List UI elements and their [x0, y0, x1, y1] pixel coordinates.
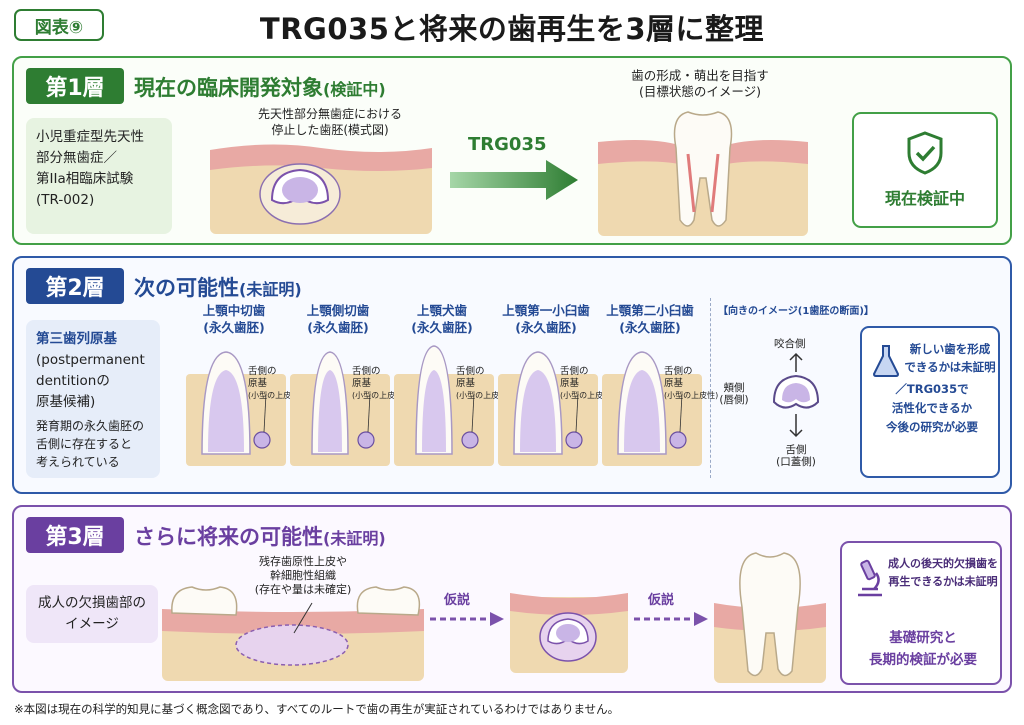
tooth-germ-illustration-3: [394, 345, 494, 466]
flask-icon: [872, 345, 900, 377]
orientation-title: 【向きのイメージ(1歯胚の断面)】: [718, 306, 874, 317]
layer3-adult-box: 成人の欠損歯部のイメージ: [26, 585, 158, 643]
tooth-germ-label-5: 上顎第二小臼歯(永久歯胚): [606, 303, 694, 335]
footnote: ※本図は現在の科学的知見に基づく概念図であり、すべてのルートで歯の再生が実証され…: [14, 702, 620, 716]
layer2-badge: 第2層: [26, 268, 124, 304]
layer3-badge: 第3層: [26, 517, 124, 553]
orientation-top-label: 咬合側: [774, 338, 806, 350]
hypothesis-label-1: 仮説: [444, 593, 471, 608]
residual-tissue-caption: 残存歯原性上皮や 幹細胞性組織 (存在や量は未確定): [254, 555, 352, 596]
layer1-target-box: 小児重症型先天性 部分無歯症／ 第IIa相臨床試験 (TR-002): [26, 118, 172, 234]
hypothesis-arrow-2: [634, 612, 708, 626]
layer3-heading: さらに将来の可能性(未証明): [134, 525, 386, 549]
orientation-bottom-label: 舌側(口蓋側): [776, 444, 816, 468]
tooth-germ-label-1: 上顎中切歯(永久歯胚): [202, 303, 266, 335]
tooth-germ-label-4: 上顎第一小臼歯(永久歯胚): [502, 303, 590, 335]
lingual-bud-label-2: 舌側の原基(小型の上皮性): [352, 366, 407, 400]
layer1-heading: 現在の臨床開発対象(検証中): [134, 76, 386, 100]
arrested-germ-caption: 先天性部分無歯症における 停止した歯胚(模式図): [257, 107, 402, 137]
section-divider: [710, 298, 712, 478]
trg035-arrow-label: TRG035: [468, 134, 547, 155]
layer2-third-dentition-box: 第三歯列原基 (postpermanent dentitionの 原基候補) 発…: [26, 320, 160, 478]
layer2-panel: 第2層 次の可能性(未証明) 第三歯列原基 (postpermanent den…: [12, 256, 1012, 494]
lingual-bud-label-3: 舌側の原基(小型の上皮性): [456, 366, 511, 400]
target-state-caption: 歯の形成・萌出を目指す (目標状態のイメージ): [631, 68, 769, 99]
status-label: 現在検証中: [884, 189, 965, 208]
layer1-badge: 第1層: [26, 68, 124, 104]
tooth-germ-illustration-5: [602, 351, 702, 466]
lingual-bud-label-4: 舌側の原基(小型の上皮性): [560, 366, 615, 400]
missing-tooth-site-illustration: [162, 586, 424, 681]
layer2-info-box: 新しい歯を形成 できるかは未証明 ／TRG035で 活性化できるか 今後の研究が…: [860, 326, 1000, 478]
tooth-germ-label-3: 上顎犬歯(永久歯胚): [411, 303, 473, 335]
tooth-germ-illustration-1: [186, 351, 286, 466]
page-title: TRG035と将来の歯再生を3層に整理: [259, 12, 765, 46]
trg035-arrow: [450, 160, 578, 200]
tooth-germ-illustration-4: [498, 351, 598, 466]
hypothesis-arrow-1: [430, 612, 504, 626]
lingual-bud-label-1: 舌側の原基(小型の上皮性): [248, 366, 303, 400]
current-verification-status: 現在検証中: [852, 112, 998, 228]
layer2-heading: 次の可能性(未証明): [134, 276, 302, 300]
tooth-germ-illustration-2: [290, 351, 390, 466]
arrested-tooth-germ-illustration: [210, 144, 432, 234]
lingual-bud-label-5: 舌側の原基(小型の上皮性): [664, 366, 719, 400]
erupted-tooth-illustration: [598, 111, 808, 236]
layer3-panel: 第3層 さらに将来の可能性(未証明) 成人の欠損歯部のイメージ 残存歯原性上皮や…: [12, 505, 1012, 693]
regenerating-germ-illustration: [510, 593, 628, 673]
figure-tag: 図表⑨: [14, 9, 104, 41]
orientation-left-label: 頬側(唇側): [719, 382, 749, 406]
microscope-icon: [858, 559, 882, 597]
hypothesis-label-2: 仮説: [648, 593, 675, 608]
layer3-info-box: 成人の後天的欠損歯を 再生できるかは未証明 基礎研究と 長期的検証が必要: [840, 541, 1002, 685]
shield-check-icon: [907, 131, 943, 175]
regenerated-tooth-illustration: [714, 552, 826, 683]
layer1-panel: 第1層 現在の臨床開発対象(検証中) 小児重症型先天性 部分無歯症／ 第IIa相…: [12, 56, 1012, 245]
orientation-diagram: [772, 352, 820, 438]
tooth-germ-label-2: 上顎側切歯(永久歯胚): [306, 303, 370, 335]
